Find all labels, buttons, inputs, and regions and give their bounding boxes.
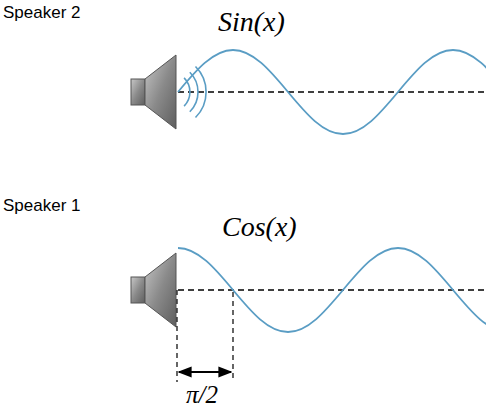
speaker-label: Speaker 1: [3, 196, 81, 216]
function-label: Sin(x): [218, 6, 285, 38]
speaker-symbol: [131, 55, 176, 129]
dimension-label: π/2: [186, 381, 218, 410]
function-label: Cos(x): [222, 211, 297, 243]
cosine-wave: [178, 248, 486, 332]
speaker-label: Speaker 2: [3, 3, 81, 23]
axis-line: [178, 91, 486, 93]
sine-wave: [178, 50, 486, 134]
sound-arcs: [184, 67, 206, 118]
dimension-extension: [176, 290, 177, 382]
dimension-extension: [232, 292, 233, 382]
speaker-symbol: [131, 253, 176, 327]
axis-line: [178, 289, 486, 291]
dimension-arrow: [179, 371, 231, 373]
